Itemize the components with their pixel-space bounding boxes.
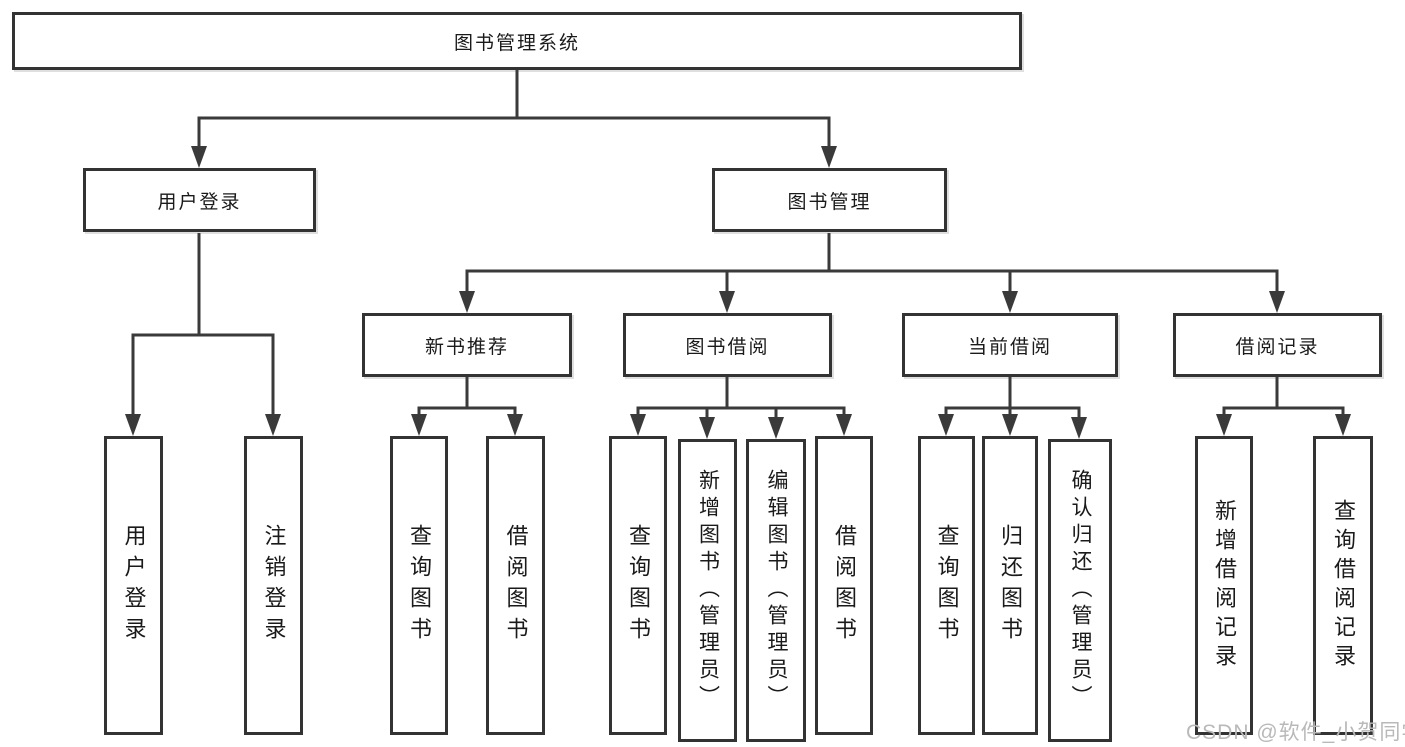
arrowheads bbox=[125, 146, 1351, 439]
connector-user-login bbox=[131, 233, 275, 418]
node-user-login: 用户登录 bbox=[83, 168, 316, 232]
node-root-system: 图书管理系统 bbox=[12, 12, 1022, 70]
csdn-watermark: CSDN @软件_小贺同学 bbox=[1186, 721, 1405, 744]
leaf-logout: 注销登录 bbox=[244, 436, 303, 735]
connector-root bbox=[197, 70, 831, 150]
leaf-edit-books-admin: 编辑图书（管理员） bbox=[746, 439, 806, 742]
leaf-add-borrow-record: 新增借阅记录 bbox=[1195, 436, 1253, 735]
leaf-borrow-books-recommend: 借阅图书 bbox=[486, 436, 545, 735]
connector-borrowing-records bbox=[1222, 377, 1345, 418]
leaf-add-books-admin: 新增图书（管理员） bbox=[678, 439, 737, 742]
connector-book-borrowing bbox=[636, 377, 846, 421]
node-current-borrowing: 当前借阅 bbox=[902, 313, 1118, 377]
node-new-book-recommend: 新书推荐 bbox=[362, 313, 572, 377]
leaf-query-books-current: 查询图书 bbox=[918, 436, 975, 735]
leaf-query-books-recommend: 查询图书 bbox=[390, 436, 448, 735]
leaf-return-books: 归还图书 bbox=[982, 436, 1038, 735]
leaf-user-login: 用户登录 bbox=[104, 436, 163, 735]
connector-current-borrowing bbox=[944, 377, 1081, 421]
leaf-borrow-books-borrow: 借阅图书 bbox=[815, 436, 873, 735]
node-book-borrowing: 图书借阅 bbox=[623, 313, 832, 377]
node-book-management: 图书管理 bbox=[712, 168, 947, 232]
connector-new-book bbox=[417, 377, 517, 418]
connector-book-management bbox=[465, 233, 1279, 295]
leaf-confirm-return-admin: 确认归还（管理员） bbox=[1048, 439, 1112, 742]
leaf-query-borrow-record: 查询借阅记录 bbox=[1313, 436, 1373, 735]
leaf-query-books-borrow: 查询图书 bbox=[609, 436, 667, 735]
node-borrowing-records: 借阅记录 bbox=[1173, 313, 1382, 377]
